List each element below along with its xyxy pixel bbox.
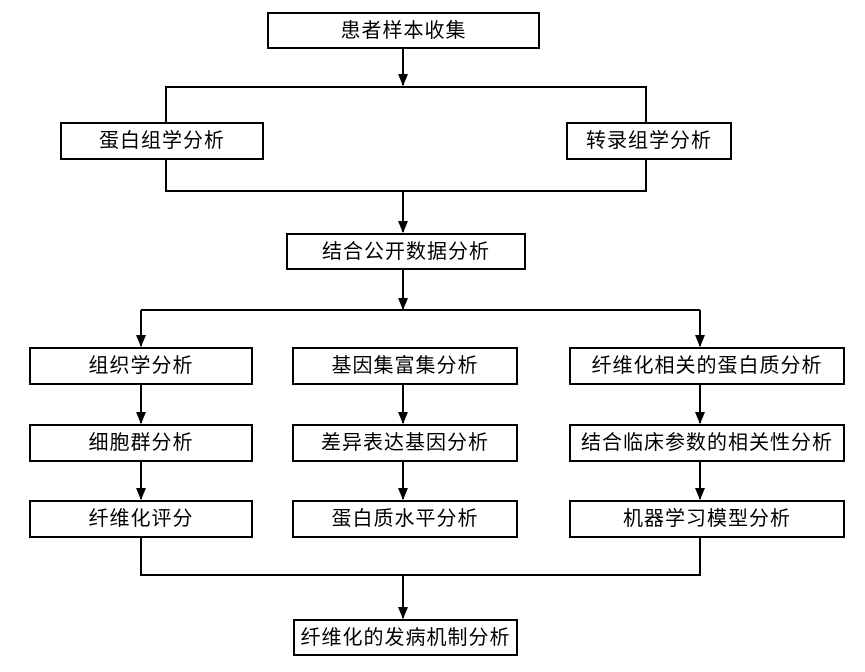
node-proteomics: 蛋白组学分析 [60, 122, 264, 160]
merge-bar [140, 538, 701, 576]
node-clinical-correlation: 结合临床参数的相关性分析 [569, 424, 845, 462]
node-transcriptomics: 转录组学分析 [566, 122, 732, 160]
node-machine-learning: 机器学习模型分析 [569, 500, 845, 538]
node-fibrosis-score: 纤维化评分 [29, 500, 253, 538]
node-public-data: 结合公开数据分析 [286, 233, 526, 270]
node-histology: 组织学分析 [29, 347, 253, 385]
node-pathogenesis: 纤维化的发病机制分析 [293, 619, 518, 656]
node-protein-level: 蛋白质水平分析 [292, 500, 518, 538]
node-gene-set-enrichment: 基因集富集分析 [292, 347, 518, 385]
node-sample-collection: 患者样本收集 [267, 12, 540, 49]
node-differential-expression: 差异表达基因分析 [292, 424, 518, 462]
node-fibrosis-proteins: 纤维化相关的蛋白质分析 [569, 347, 845, 385]
node-cell-population: 细胞群分析 [29, 424, 253, 462]
